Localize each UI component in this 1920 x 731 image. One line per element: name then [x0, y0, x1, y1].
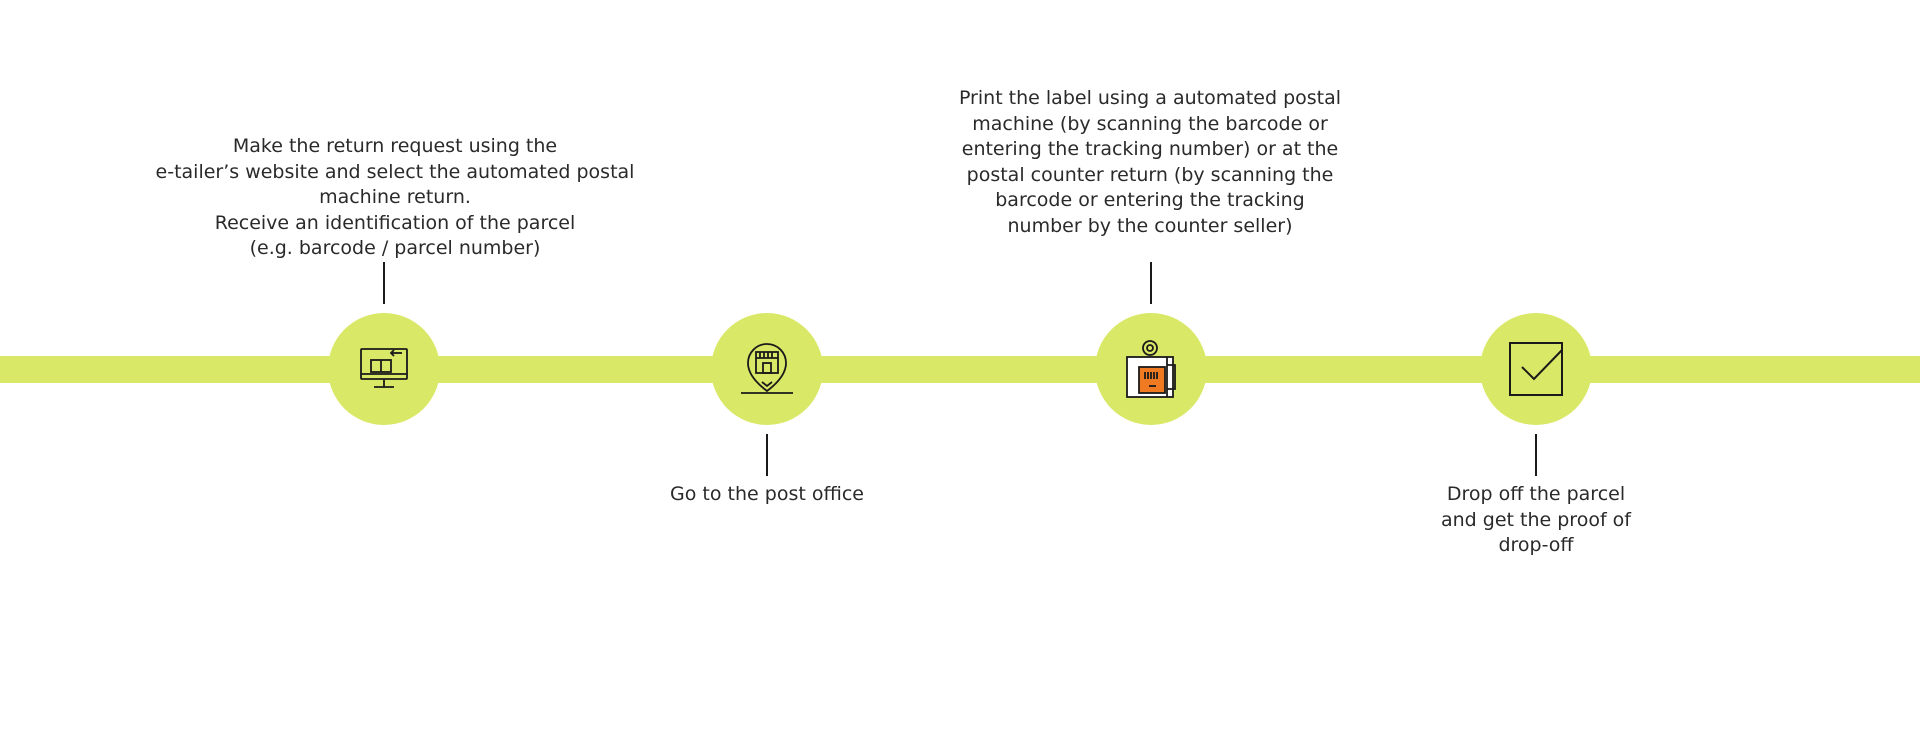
step-4-text: Drop off the parcel and get the proof of…: [1441, 483, 1631, 556]
step-2-text: Go to the post office: [670, 483, 864, 505]
post-office-location-icon: [739, 341, 795, 397]
step-4-circle: [1480, 313, 1592, 425]
drop-off-check-icon: [1508, 341, 1564, 397]
step-1-text: Make the return request using the e-tail…: [155, 135, 635, 259]
step-3-connector: [1150, 262, 1152, 304]
step-2-connector: [766, 434, 768, 476]
step-2-circle: [711, 313, 823, 425]
timeline-track: [0, 356, 1920, 383]
step-1-connector: [383, 262, 385, 304]
step-1-circle: [328, 313, 440, 425]
step-3-circle: [1095, 313, 1207, 425]
step-3-text: Print the label using a automated postal…: [958, 87, 1342, 237]
parcel-machine-icon: [1123, 339, 1179, 399]
computer-return-icon: [358, 343, 410, 395]
step-4-connector: [1535, 434, 1537, 476]
